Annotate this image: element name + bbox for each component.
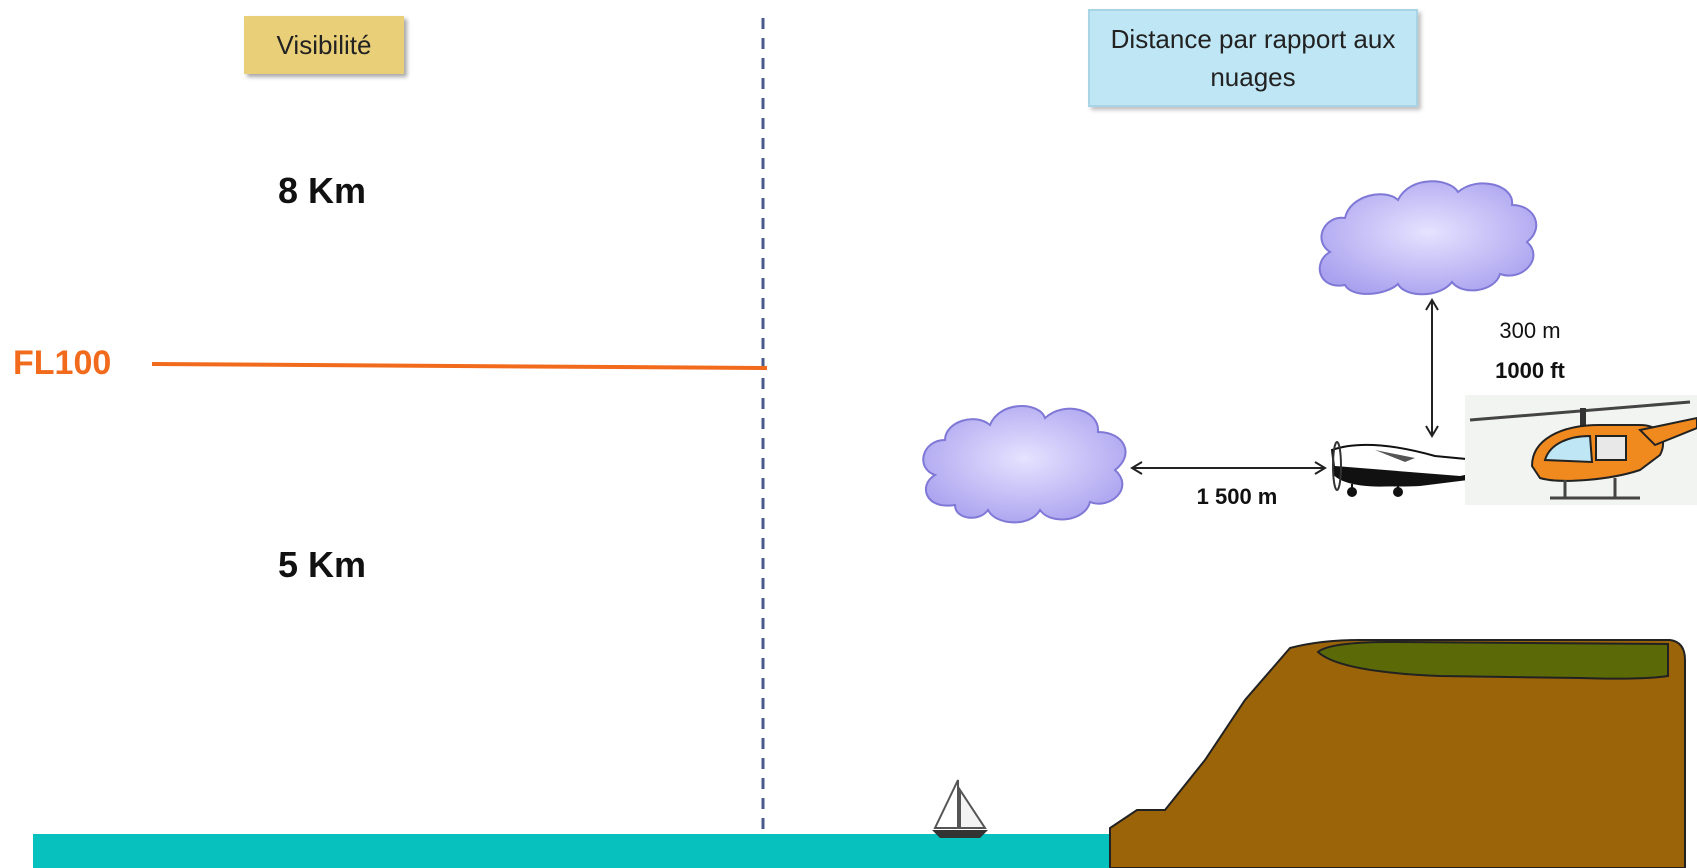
visibility-title-box: Visibilité xyxy=(244,16,404,74)
vertical-distance-arrow xyxy=(1425,298,1439,438)
helicopter-icon xyxy=(1465,395,1697,505)
cliff-top-grass xyxy=(1316,640,1669,680)
cloud-distance-title-box: Distance par rapport aux nuages xyxy=(1088,9,1418,107)
sea xyxy=(33,834,1116,868)
visibility-above-value: 8 Km xyxy=(277,170,367,211)
visibility-below-value: 5 Km xyxy=(277,544,367,585)
flight-level-label: FL100 xyxy=(13,344,112,382)
horizontal-distance-arrow xyxy=(1130,461,1327,475)
cliff xyxy=(1109,639,1686,868)
cloud-distance-title: Distance par rapport aux nuages xyxy=(1110,24,1396,92)
horizontal-distance-label: 1 500 m xyxy=(1196,484,1278,509)
vertical-distance-meters: 300 m xyxy=(1499,318,1561,343)
cloud-left xyxy=(922,405,1127,524)
sailboat-icon xyxy=(932,779,988,838)
cloud-top xyxy=(1318,180,1538,296)
visibility-title: Visibilité xyxy=(276,29,372,60)
vertical-distance-feet: 1000 ft xyxy=(1495,358,1565,383)
fl100-line xyxy=(151,362,768,370)
